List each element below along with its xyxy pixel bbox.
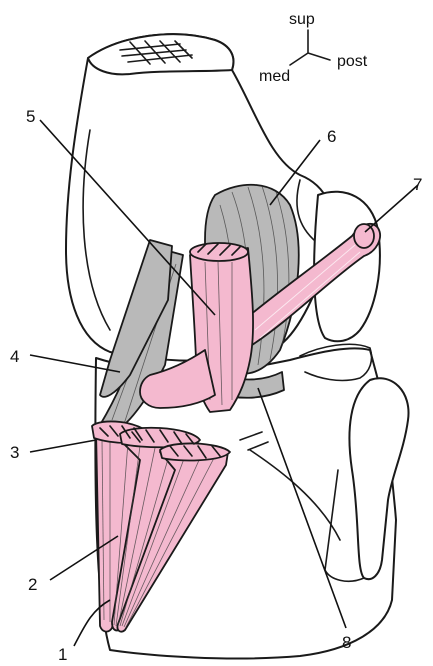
- label-7: 7: [413, 175, 422, 194]
- orientation-med: med: [259, 68, 290, 85]
- label-2: 2: [28, 575, 37, 594]
- femur-cut-surface: [88, 34, 233, 74]
- orientation-post: post: [337, 53, 368, 70]
- label-6: 6: [327, 127, 336, 146]
- label-4: 4: [10, 347, 19, 366]
- orientation-compass: sup med post: [259, 11, 368, 85]
- orientation-sup: sup: [289, 11, 315, 28]
- label-3: 3: [10, 443, 19, 462]
- leader-7: [365, 185, 418, 232]
- label-1: 1: [58, 645, 67, 664]
- fibular-head: [349, 378, 408, 579]
- orientation-axes: [290, 30, 330, 65]
- leader-3: [30, 440, 96, 452]
- label-5: 5: [26, 107, 35, 126]
- label-8: 8: [342, 633, 351, 652]
